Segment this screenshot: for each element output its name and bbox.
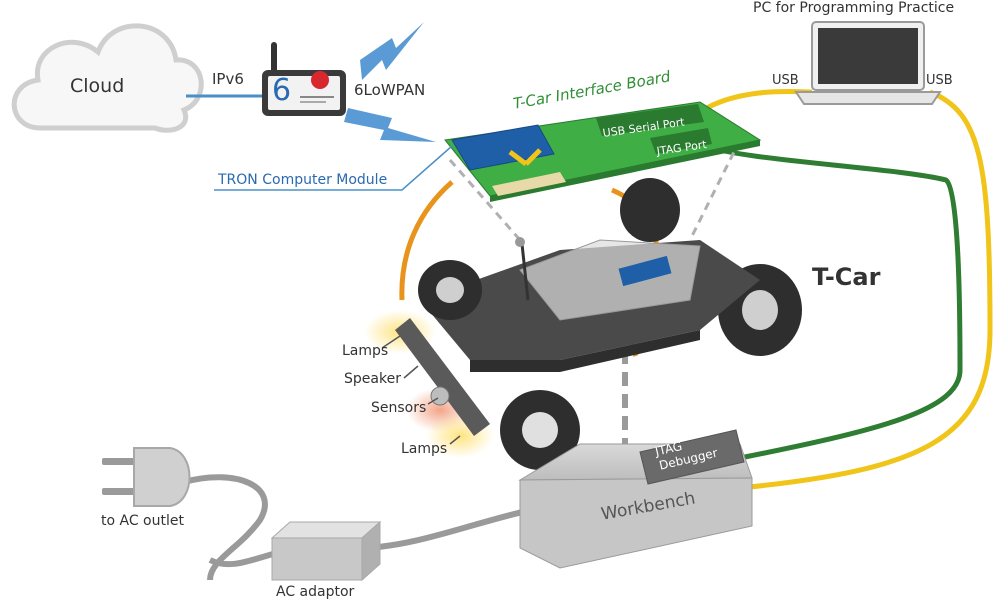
- sixlowpan-label: 6LoWPAN: [354, 81, 426, 99]
- lamps-bottom-label: Lamps: [401, 441, 448, 457]
- tcar-icon: [395, 178, 802, 470]
- usb-right-label: USB: [926, 73, 953, 88]
- ipv6-label: IPv6: [212, 70, 244, 88]
- lamps-top-label: Lamps: [342, 343, 389, 359]
- sensors-pointer: [427, 397, 439, 405]
- tcar-label: T-Car: [812, 263, 881, 291]
- board-connector: [492, 172, 566, 196]
- module-arrow-icon: [508, 148, 542, 166]
- ac-adaptor-label: AC adaptor: [276, 584, 355, 600]
- router-icon: [262, 42, 346, 116]
- usb-cable-workbench: [739, 89, 993, 491]
- sensors-label: Sensors: [371, 400, 427, 416]
- module-callout-line: [214, 145, 453, 191]
- tron-module-label: TRON Computer Module: [218, 172, 388, 188]
- interface-board: [444, 101, 762, 202]
- ac-outlet-label: to AC outlet: [101, 513, 184, 529]
- projection-line-right: [688, 139, 742, 241]
- workbench-icon: [518, 429, 753, 569]
- wireless-bolt-lower-icon: [344, 108, 436, 142]
- speaker-pointer: [403, 365, 419, 379]
- usb-cable-serial: [698, 88, 813, 115]
- cloud-label: Cloud: [70, 75, 125, 97]
- pc-label: PC for Programming Practice: [753, 0, 955, 16]
- ac-adaptor-icon: [270, 520, 382, 582]
- laptop-icon: [794, 21, 942, 105]
- orange-cable-left: [399, 180, 454, 301]
- lamps-bottom-pointer: [449, 435, 461, 445]
- router-display-digit: 6: [272, 73, 292, 108]
- cloud-icon: [11, 23, 204, 133]
- usb-left-label: USB: [772, 73, 799, 88]
- lamps-top-pointer: [381, 335, 401, 349]
- wireless-bolt-upper-icon: [360, 22, 424, 80]
- jtag-debugger-box: [639, 429, 745, 485]
- jtag-cable: [705, 143, 963, 461]
- power-cable-workbench: [363, 505, 541, 551]
- power-plug-icon: [102, 447, 191, 507]
- projection-line-left: [448, 159, 522, 241]
- speaker-label: Speaker: [344, 371, 401, 387]
